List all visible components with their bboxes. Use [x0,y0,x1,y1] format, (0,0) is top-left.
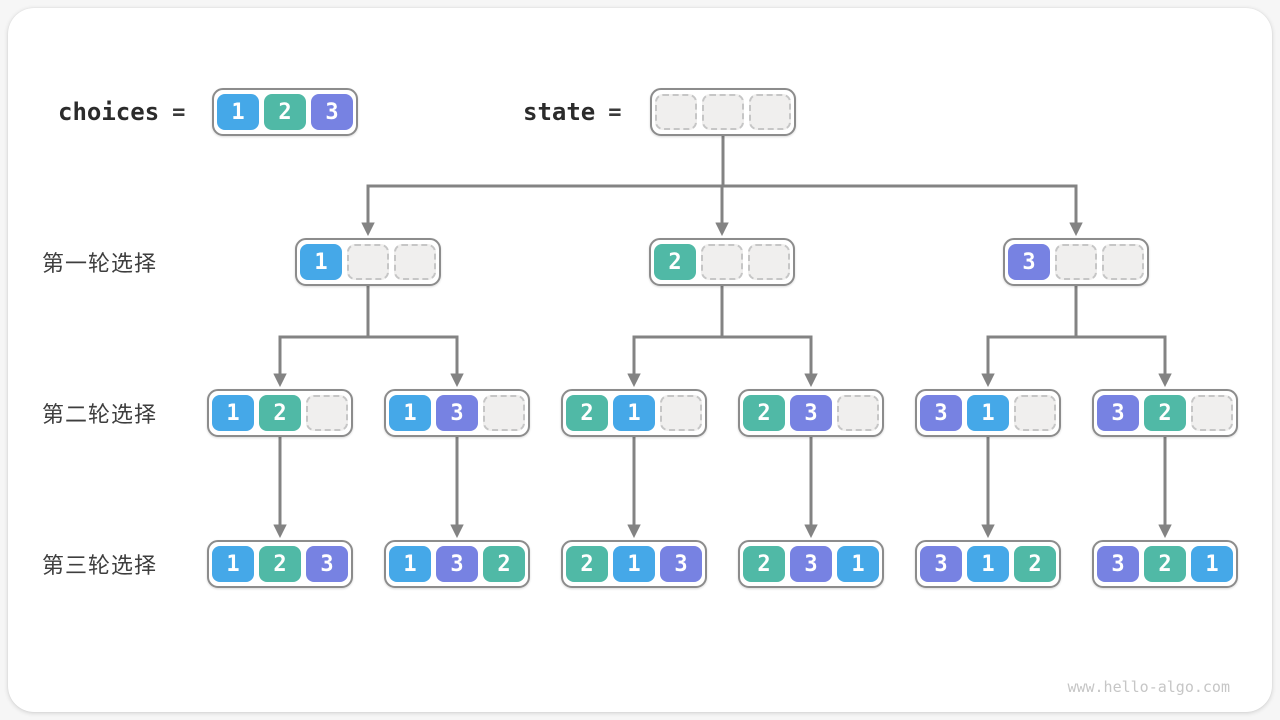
empty-cell [306,395,348,431]
state-box-r1-3: 3 [1003,238,1149,286]
value-cell-2: 2 [1014,546,1056,582]
empty-cell [483,395,525,431]
value-cell-1: 1 [389,546,431,582]
empty-cell [702,94,744,130]
value-cell-1: 1 [1191,546,1233,582]
choices-label-group: choices = [58,88,185,136]
value-cell-1: 1 [389,395,431,431]
value-cell-3: 3 [790,395,832,431]
value-cell-3: 3 [436,546,478,582]
value-cell-1: 1 [837,546,879,582]
value-cell-2: 2 [743,395,785,431]
state-array-root-empty [650,88,796,136]
value-cell-3: 3 [920,546,962,582]
empty-cell [749,94,791,130]
empty-cell [394,244,436,280]
value-cell-1: 1 [212,546,254,582]
value-cell-2: 2 [1144,395,1186,431]
value-cell-3: 3 [660,546,702,582]
state-label: state [523,98,596,126]
value-cell-2: 2 [483,546,525,582]
state-equals-sign: = [608,99,622,125]
row-label-round-2: 第二轮选择 [42,402,158,427]
state-box-r1-1: 1 [295,238,441,286]
value-cell-3: 3 [306,546,348,582]
value-cell-1: 1 [300,244,342,280]
value-cell-2: 2 [264,94,306,130]
row-label-round-1: 第一轮选择 [42,251,158,276]
empty-cell [837,395,879,431]
row-label-round-3: 第三轮选择 [42,553,158,578]
watermark: www.hello-algo.com [1067,678,1230,696]
value-cell-1: 1 [217,94,259,130]
empty-cell [347,244,389,280]
empty-cell [1191,395,1233,431]
empty-cell [748,244,790,280]
empty-cell [655,94,697,130]
value-cell-1: 1 [967,546,1009,582]
value-cell-3: 3 [1097,395,1139,431]
value-cell-2: 2 [259,546,301,582]
value-cell-3: 3 [311,94,353,130]
state-label-group: state = [523,88,622,136]
value-cell-2: 2 [566,395,608,431]
value-cell-3: 3 [790,546,832,582]
value-cell-2: 2 [654,244,696,280]
choices-equals-sign: = [172,99,186,125]
state-box-r1-2: 2 [649,238,795,286]
empty-cell [660,395,702,431]
value-cell-1: 1 [613,546,655,582]
value-cell-2: 2 [259,395,301,431]
empty-cell [1055,244,1097,280]
value-cell-2: 2 [743,546,785,582]
value-cell-3: 3 [1097,546,1139,582]
value-cell-2: 2 [566,546,608,582]
value-cell-1: 1 [613,395,655,431]
empty-cell [1102,244,1144,280]
value-cell-3: 3 [1008,244,1050,280]
value-cell-2: 2 [1144,546,1186,582]
empty-cell [1014,395,1056,431]
value-cell-3: 3 [920,395,962,431]
value-cell-1: 1 [967,395,1009,431]
value-cell-3: 3 [436,395,478,431]
choices-label: choices [58,98,160,126]
value-cell-1: 1 [212,395,254,431]
empty-cell [701,244,743,280]
